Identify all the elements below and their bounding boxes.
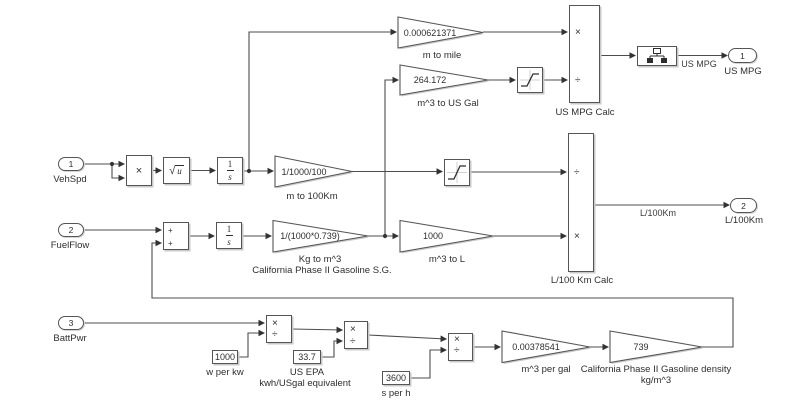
label-s-per-h: s per h bbox=[381, 388, 411, 399]
label-kg-to-m3-line1: Kg to m^3 bbox=[298, 254, 342, 265]
divide-usepa[interactable]: × ÷ bbox=[344, 321, 368, 349]
label-gas-density-line2: kg/m^3 bbox=[640, 375, 672, 386]
divide-icon: ÷ bbox=[272, 329, 278, 340]
gain-value-kg-to-m3: 1/(1000*0.739) bbox=[280, 231, 340, 241]
label-vehspd: VehSpd bbox=[53, 174, 87, 185]
multiply-icon: × bbox=[574, 231, 580, 242]
multiply-icon: × bbox=[272, 318, 278, 329]
gain-value-gas-density: 739 bbox=[633, 341, 649, 352]
wire-usepa-to-divide2[interactable] bbox=[321, 337, 344, 358]
wire-divide1-to-divide2[interactable] bbox=[291, 326, 344, 334]
gain-m-to-mile[interactable] bbox=[397, 16, 484, 49]
wire-wperkw-to-divide1[interactable] bbox=[238, 329, 266, 358]
constant-w-per-kw[interactable]: 1000 bbox=[212, 350, 238, 364]
gain-value-m3-to-usgal: 264.172 bbox=[413, 75, 447, 85]
signal-label-l100km: L/100Km bbox=[639, 208, 677, 218]
constant-s-per-h[interactable]: 3600 bbox=[382, 371, 410, 385]
divide-icon: ÷ bbox=[454, 345, 460, 356]
plus-icon: + bbox=[168, 239, 173, 248]
gain-value-m-to-mile: 0.000621371 bbox=[403, 27, 457, 38]
wire-sperh-to-divide3[interactable] bbox=[410, 346, 448, 379]
label-us-epa-line2: kwh/USgal equivalent bbox=[259, 378, 351, 389]
label-m3-to-l: m^3 to L bbox=[428, 254, 466, 265]
wire-branch-to-mtomile[interactable] bbox=[248, 28, 398, 171]
label-m3-to-usgal: m^3 to US Gal bbox=[417, 98, 479, 109]
multiply-icon: × bbox=[350, 324, 356, 335]
sqrt-icon: √u bbox=[169, 164, 184, 177]
signal-label-usmpg: US MPG bbox=[681, 59, 717, 69]
divide-sperh[interactable]: × ÷ bbox=[448, 333, 473, 361]
label-us-epa-line1: US EPA bbox=[289, 367, 325, 378]
divide-icon: ÷ bbox=[350, 336, 356, 347]
divide-l100km-calc[interactable]: ÷ × bbox=[568, 133, 594, 272]
gain-m3-to-l[interactable] bbox=[399, 219, 494, 253]
saturation-icon bbox=[447, 162, 467, 183]
divide-battpwr-kw[interactable]: × ÷ bbox=[266, 315, 292, 343]
label-outport-l100km: L/100Km bbox=[724, 215, 764, 226]
wire-density-loopback-to-sum[interactable] bbox=[151, 239, 734, 348]
label-gas-density-line1: California Phase II Gasoline density bbox=[580, 364, 732, 375]
saturation-l100km[interactable] bbox=[444, 159, 470, 186]
wire-vehspd-branch[interactable] bbox=[111, 164, 126, 182]
constant-us-epa[interactable]: 33.7 bbox=[293, 350, 321, 364]
saturation-icon bbox=[520, 70, 540, 90]
gain-m3-to-usgal[interactable] bbox=[399, 64, 489, 96]
label-usmpg-calc: US MPG Calc bbox=[555, 107, 615, 118]
gain-m3-per-gal[interactable] bbox=[501, 330, 591, 364]
gain-gas-density[interactable] bbox=[609, 330, 703, 364]
multiply-icon: × bbox=[575, 27, 581, 38]
plus-icon: + bbox=[168, 226, 173, 235]
inport-battpwr[interactable]: 3 bbox=[58, 316, 84, 330]
branch-dot-distance bbox=[246, 168, 252, 174]
label-w-per-kw: w per kw bbox=[206, 367, 244, 378]
label-l100km-calc: L/100 Km Calc bbox=[550, 275, 614, 286]
outport-usmpg[interactable]: 1 bbox=[728, 48, 757, 63]
label-outport-usmpg: US MPG bbox=[724, 66, 762, 77]
multiply-icon: × bbox=[454, 334, 460, 345]
label-m-to-mile: m to mile bbox=[422, 50, 462, 61]
divide-icon: ÷ bbox=[575, 75, 581, 86]
label-battpwr: BattPwr bbox=[53, 333, 87, 344]
inport-fuelflow[interactable]: 2 bbox=[58, 223, 84, 237]
label-m3-per-gal: m^3 per gal bbox=[521, 364, 571, 375]
gain-triangles bbox=[272, 16, 704, 364]
divide-usmpg-calc[interactable]: × ÷ bbox=[569, 5, 600, 103]
label-fuelflow: FuelFlow bbox=[50, 240, 90, 251]
gain-value-m-to-100km: 1/1000/100 bbox=[281, 166, 327, 177]
gain-value-m3-to-l: 1000 bbox=[422, 231, 444, 241]
inport-vehspd[interactable]: 1 bbox=[58, 157, 84, 171]
label-kg-to-m3-line2: California Phase II Gasoline S.G. bbox=[252, 265, 392, 276]
wire-branch-to-usgal[interactable] bbox=[384, 76, 400, 236]
sum-fuel-plus-battery[interactable]: + + bbox=[163, 222, 189, 250]
wire-divide2-to-divide3[interactable] bbox=[367, 334, 448, 343]
product-vehspd-square[interactable]: × bbox=[126, 155, 152, 186]
divide-icon: ÷ bbox=[574, 167, 580, 178]
saturation-usmpg[interactable] bbox=[517, 67, 543, 93]
usmpg-display-block[interactable] bbox=[637, 46, 677, 66]
gain-value-m3-per-gal: 0.00378541 bbox=[512, 341, 560, 352]
gain-m-to-100km[interactable] bbox=[274, 155, 353, 188]
sqrt-block[interactable]: √u bbox=[163, 157, 190, 184]
label-m-to-100km: m to 100Km bbox=[286, 191, 338, 202]
multiply-icon: × bbox=[135, 164, 143, 177]
gain-kg-to-m3[interactable] bbox=[272, 219, 369, 253]
outport-l100km[interactable]: 2 bbox=[730, 198, 757, 213]
signal-hierarchy-icon bbox=[647, 48, 667, 63]
branch-dot-vehspd bbox=[109, 161, 115, 167]
branch-dot-fuelvolume bbox=[382, 233, 388, 239]
